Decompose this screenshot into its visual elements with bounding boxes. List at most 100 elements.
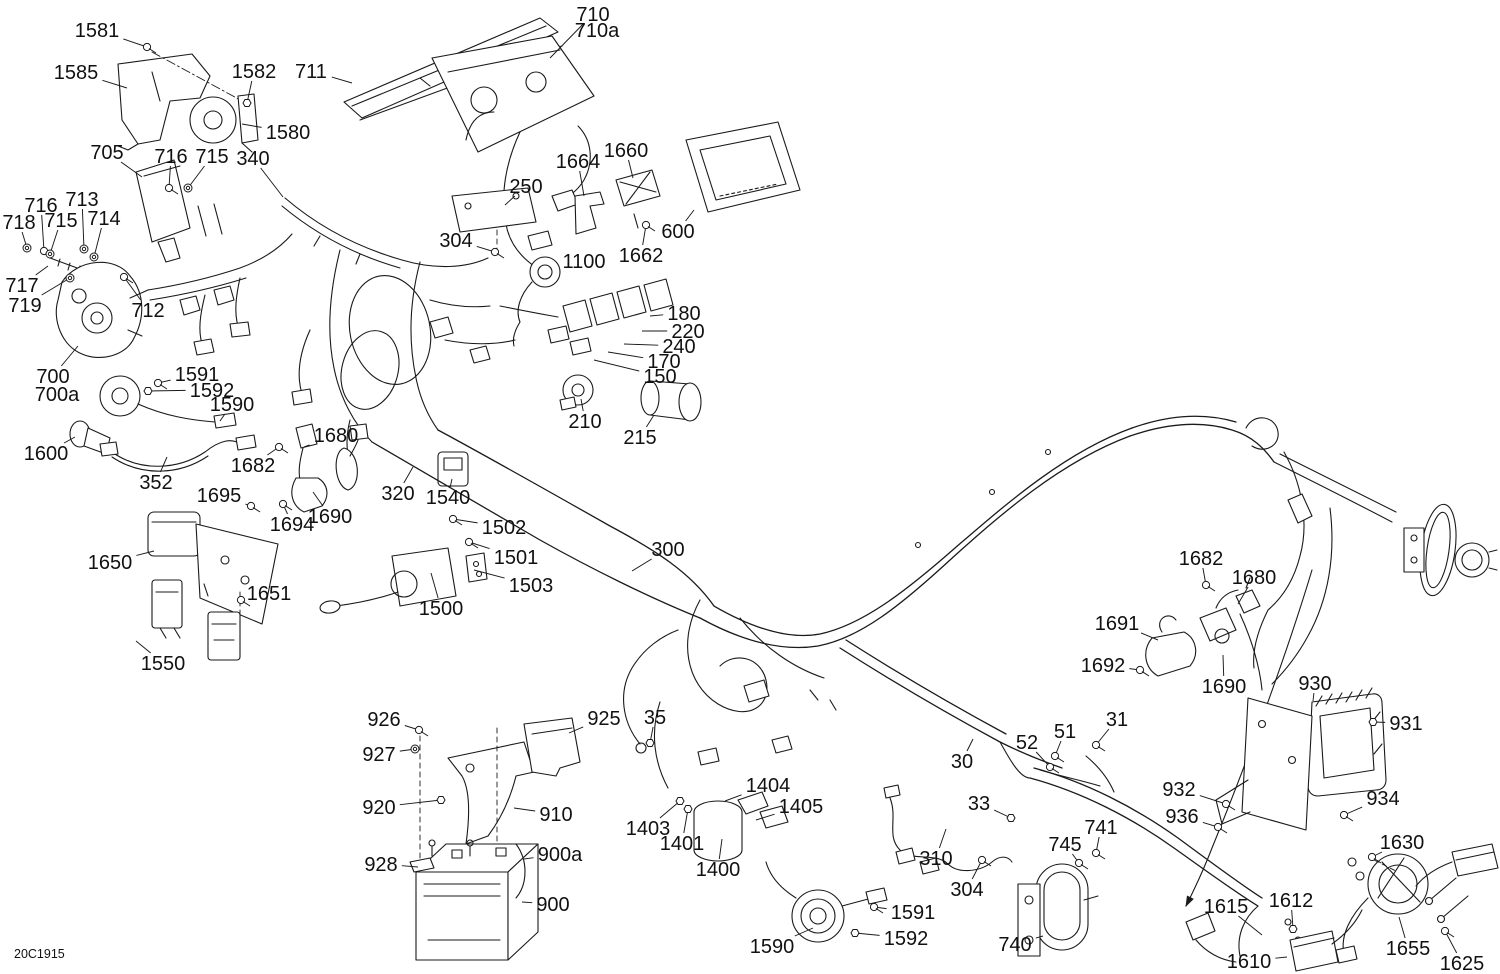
leader-line <box>1140 632 1159 641</box>
callout-label-1590: 1590 <box>210 394 255 416</box>
leader-line <box>1275 956 1288 959</box>
callout-label-304: 304 <box>439 230 472 252</box>
callout-label-1540: 1540 <box>426 487 471 509</box>
bolt-fastener-icon <box>1221 799 1236 811</box>
leader-line <box>513 807 536 812</box>
nut-fastener-icon <box>1006 814 1016 822</box>
callout-label-718: 718 <box>2 212 35 234</box>
leader-line <box>649 314 664 317</box>
washer-fastener-icon <box>65 273 75 283</box>
washer-fastener-icon <box>183 183 193 193</box>
bolt-fastener-icon <box>1045 762 1060 774</box>
drawing-code: 20C1915 <box>14 947 65 961</box>
callout-label-210: 210 <box>568 411 601 433</box>
callout-label-910: 910 <box>539 804 572 826</box>
bolt-fastener-icon <box>153 378 168 390</box>
leader-line <box>659 800 681 819</box>
callout-label-1100: 1100 <box>562 251 605 273</box>
washer-fastener-icon <box>79 244 89 254</box>
nut-fastener-icon <box>683 805 693 813</box>
bolt-fastener-icon <box>414 725 429 737</box>
leader-line <box>430 572 439 599</box>
callout-label-717: 717 <box>5 275 38 297</box>
leader-line <box>794 927 814 937</box>
callout-label-30: 30 <box>951 751 973 773</box>
callout-label-1591: 1591 <box>891 902 936 924</box>
callout-label-716: 716 <box>24 195 57 217</box>
callout-label-1680: 1680 <box>314 425 359 447</box>
washer-fastener-icon <box>45 249 55 259</box>
callout-label-900a: 900a <box>538 844 583 866</box>
callout-label-1502: 1502 <box>482 517 527 539</box>
callout-label-1625: 1625 <box>1440 953 1485 974</box>
bolt-fastener-icon <box>1367 852 1382 864</box>
leader-line <box>938 828 947 849</box>
leader-line <box>187 165 205 189</box>
leader-line <box>1312 692 1315 702</box>
leader-line <box>399 799 442 806</box>
leader-line <box>135 640 152 654</box>
callout-label-936: 936 <box>1165 806 1198 828</box>
leader-line <box>403 466 414 484</box>
leader-line <box>303 444 310 448</box>
bolt-fastener-icon <box>119 272 134 284</box>
callout-label-1550: 1550 <box>141 653 186 675</box>
callout-label-1500: 1500 <box>419 598 464 620</box>
callout-label-1600: 1600 <box>24 443 69 465</box>
bolt-fastener-icon <box>1339 810 1354 822</box>
nut-fastener-icon <box>675 797 685 805</box>
bolt-fastener-icon <box>1091 740 1106 752</box>
bolt-fastener-icon <box>246 501 261 513</box>
leader-line <box>123 38 148 48</box>
fasteners-layer <box>22 42 1455 938</box>
callout-label-52: 52 <box>1016 732 1038 754</box>
callout-label-740: 740 <box>998 934 1031 956</box>
leader-line <box>41 277 71 296</box>
callout-label-1694: 1694 <box>270 514 315 536</box>
bolt-fastener-icon <box>1074 858 1089 870</box>
bolt-fastener-icon <box>1050 751 1065 763</box>
callout-label-1592: 1592 <box>884 928 929 950</box>
leader-line <box>401 865 419 868</box>
bolt-fastener-icon <box>1201 580 1216 592</box>
bolt-fastener-icon <box>274 442 289 454</box>
callout-label-926: 926 <box>367 709 400 731</box>
nut-fastener-icon <box>143 387 153 395</box>
leader-line <box>260 167 284 198</box>
leader-line <box>219 413 226 422</box>
callout-label-900: 900 <box>536 894 569 916</box>
callout-label-713: 713 <box>65 189 98 211</box>
leader-line <box>1398 916 1406 939</box>
callout-label-1651: 1651 <box>247 583 292 605</box>
leader-line <box>724 794 742 802</box>
callout-label-705: 705 <box>90 142 123 164</box>
callout-label-1610: 1610 <box>1227 951 1272 973</box>
leaders-layer <box>21 23 1458 959</box>
callout-label-710: 710 <box>576 4 609 26</box>
leader-line <box>645 414 655 428</box>
leader-line <box>331 76 353 84</box>
callout-label-1581: 1581 <box>75 20 120 42</box>
leader-line <box>1238 915 1263 936</box>
leader-line <box>120 161 143 178</box>
callout-label-931: 931 <box>1389 713 1422 735</box>
callout-label-240: 240 <box>662 336 695 358</box>
callout-label-180: 180 <box>667 303 700 325</box>
callout-label-215: 215 <box>623 427 656 449</box>
callout-label-1691: 1691 <box>1095 613 1140 635</box>
callout-label-1582: 1582 <box>232 61 277 83</box>
bolt-fastener-icon <box>641 220 656 232</box>
callout-label-250: 250 <box>509 176 542 198</box>
callout-label-320: 320 <box>381 483 414 505</box>
callout-label-300: 300 <box>651 539 684 561</box>
bolt-fastener-icon <box>164 183 179 195</box>
callout-label-1662: 1662 <box>619 245 664 267</box>
callout-label-1615: 1615 <box>1204 896 1249 918</box>
leader-line <box>1222 654 1225 677</box>
callout-label-928: 928 <box>364 854 397 876</box>
callout-label-1401: 1401 <box>660 833 705 855</box>
nut-fastener-icon <box>1368 718 1378 726</box>
diagram-artwork <box>49 17 1499 972</box>
